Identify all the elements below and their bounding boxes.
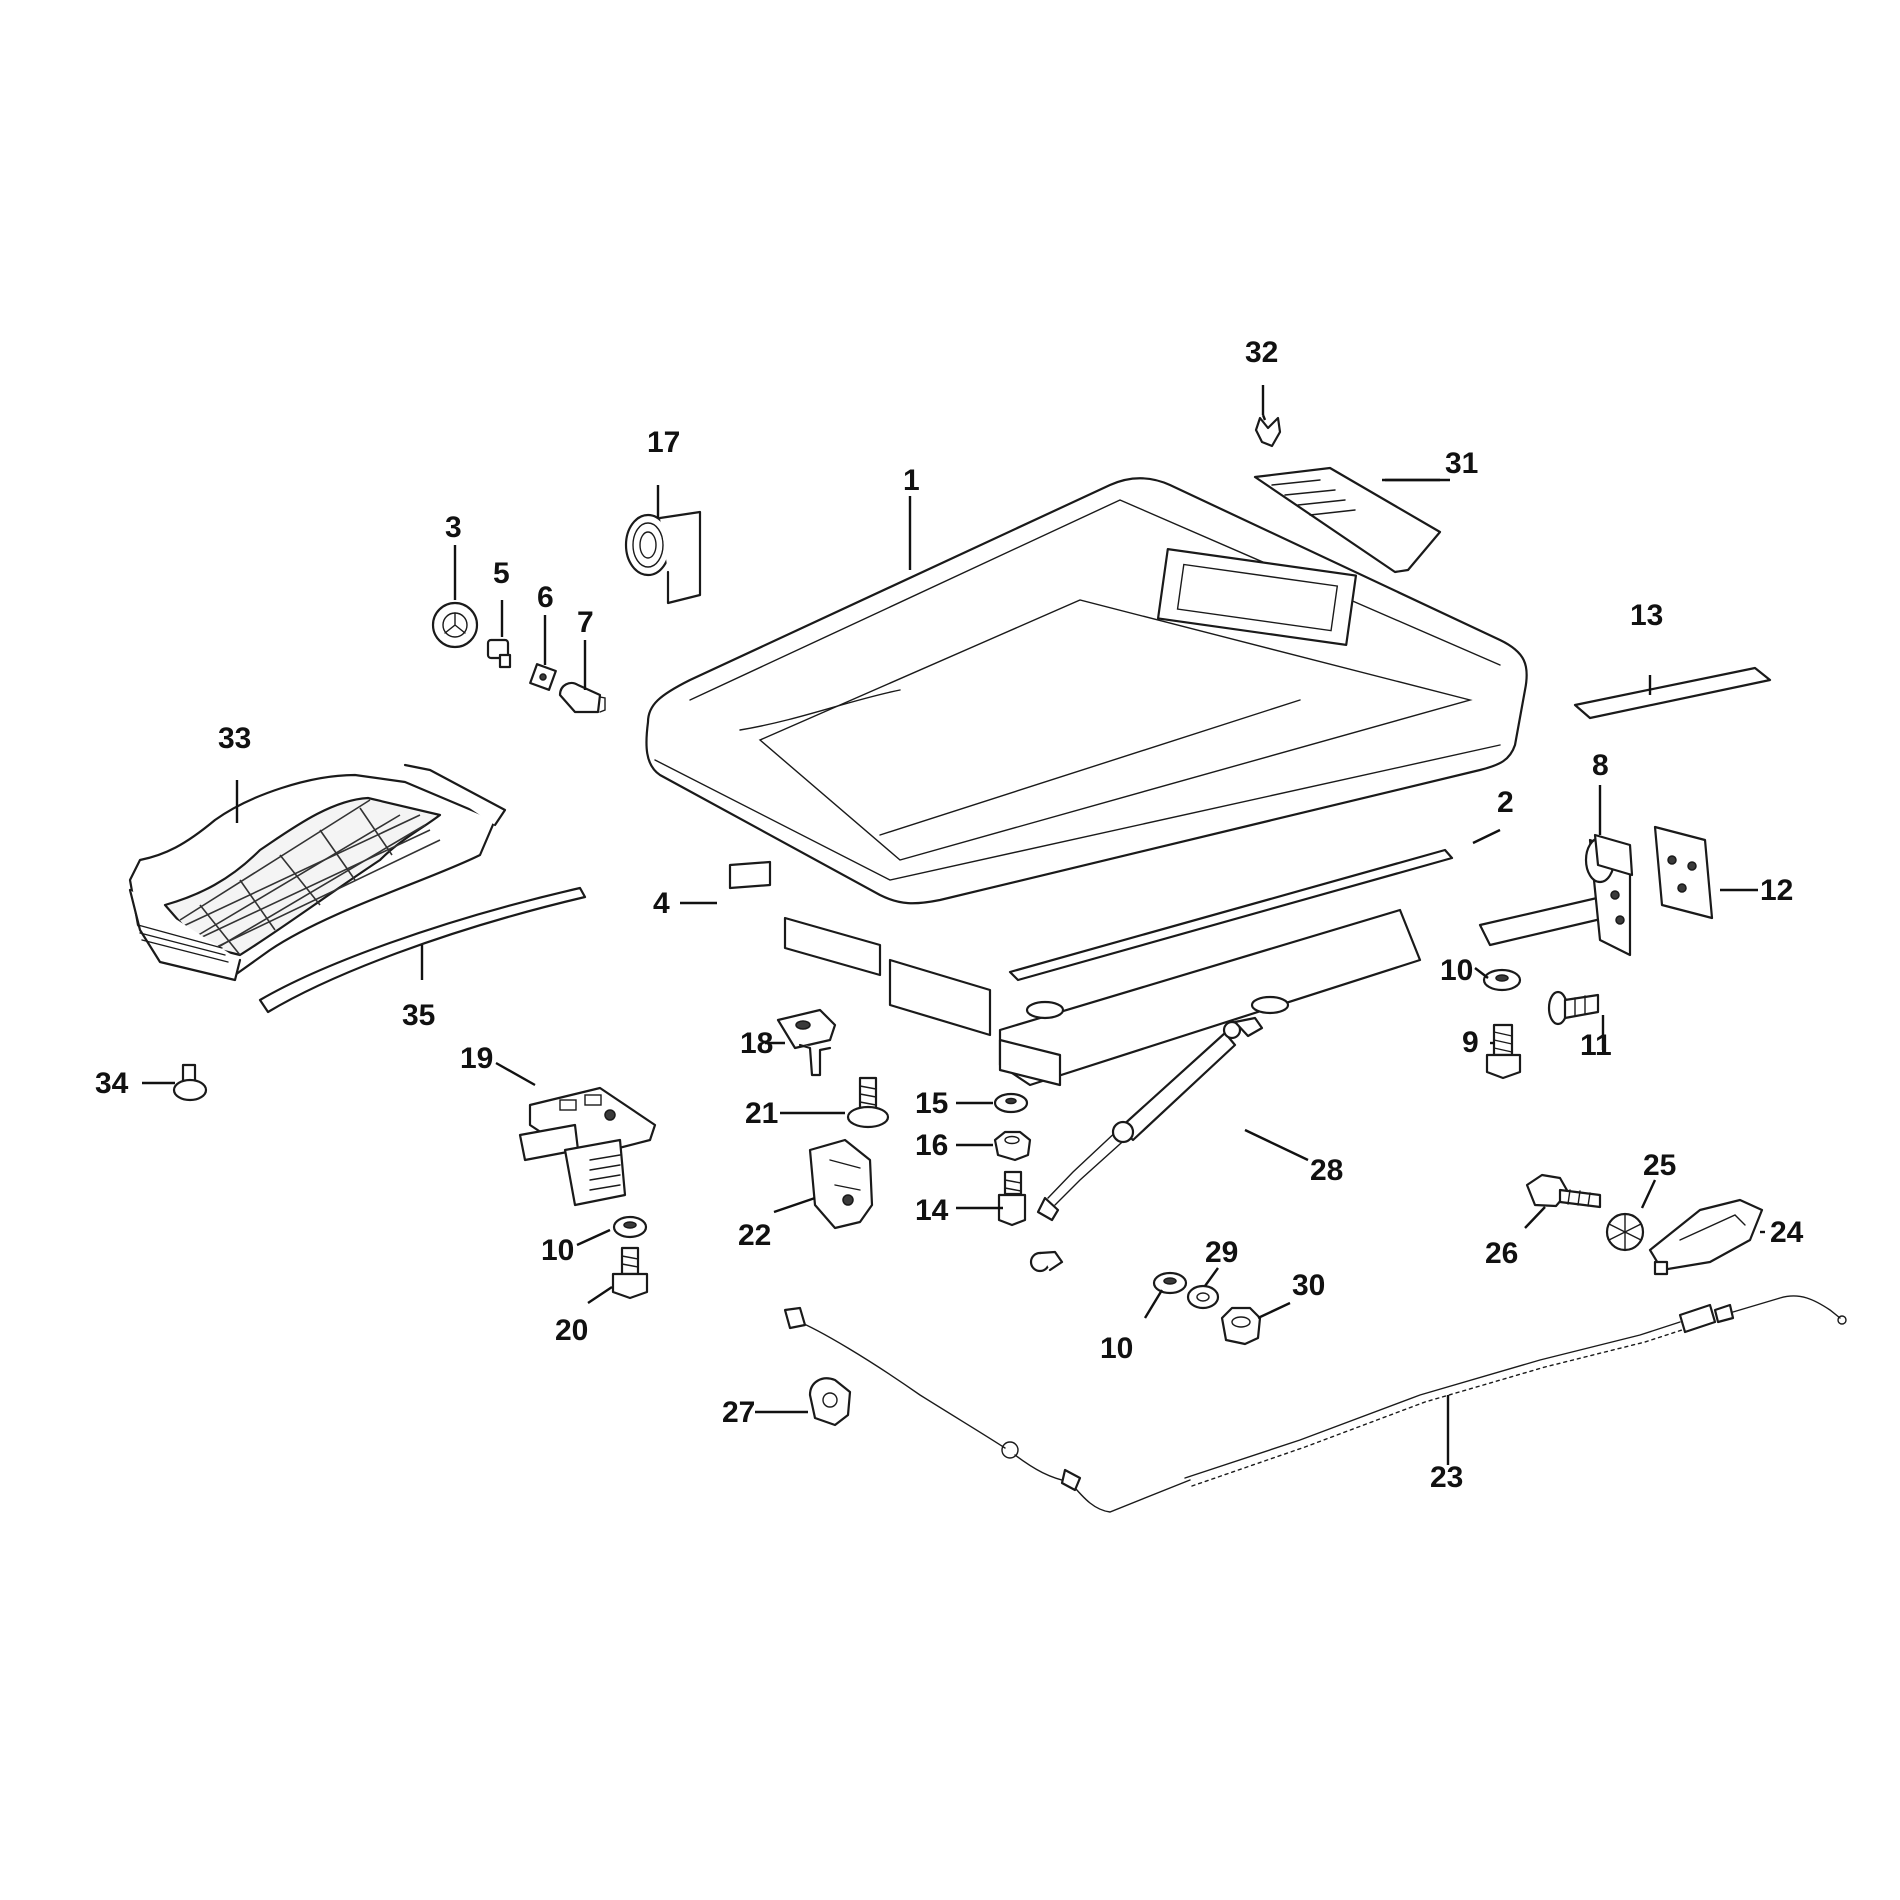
gas-strut — [1029, 1016, 1264, 1273]
release-handle-bolt — [1525, 1173, 1602, 1209]
callout-19: 19 — [460, 1042, 493, 1075]
callout-13: 13 — [1630, 599, 1663, 632]
callout-12: 12 — [1760, 874, 1793, 907]
callout-11: 11 — [1580, 1029, 1612, 1062]
callout-9: 9 — [1462, 1026, 1479, 1059]
striker-bolt — [846, 1076, 890, 1129]
callout-24: 24 — [1770, 1216, 1804, 1249]
callout-22: 22 — [738, 1219, 771, 1252]
callout-25: 25 — [1643, 1149, 1676, 1182]
strut-nut — [1220, 1306, 1262, 1346]
callout-35: 35 — [402, 999, 435, 1032]
hood-label — [1573, 666, 1772, 720]
hood-panel — [645, 477, 1528, 905]
leader-lines — [142, 385, 1765, 1465]
callout-26: 26 — [1485, 1237, 1518, 1270]
callout-34: 34 — [95, 1067, 129, 1100]
emblem-washer — [529, 663, 557, 691]
air-intake-grille — [128, 763, 507, 982]
strut-washer-2 — [1186, 1284, 1220, 1310]
callout-30: 30 — [1292, 1269, 1325, 1302]
washer-hinge — [1482, 968, 1522, 992]
washer-latch — [612, 1215, 648, 1239]
emblem-clip — [558, 681, 606, 714]
cable-clip — [808, 1377, 852, 1427]
callout-20: 20 — [555, 1314, 588, 1347]
callout-33: 33 — [218, 722, 251, 755]
callout-32: 32 — [1245, 336, 1278, 369]
callout-27: 27 — [722, 1396, 755, 1429]
callout-18: 18 — [740, 1027, 773, 1060]
hinge-bolt — [1485, 1023, 1522, 1080]
hinge-screw — [1547, 990, 1600, 1026]
callout-17: 17 — [647, 426, 680, 459]
release-cable — [783, 1295, 1847, 1513]
callout-7: 7 — [577, 606, 594, 639]
callout-15: 15 — [915, 1087, 948, 1120]
hood-striker — [776, 1008, 837, 1077]
callout-10-latch: 10 — [541, 1234, 574, 1267]
callout-21: 21 — [745, 1097, 778, 1130]
star-washer — [1605, 1212, 1645, 1252]
callout-29: 29 — [1205, 1236, 1238, 1269]
callouts: 1 2 3 4 5 6 7 8 9 10 10 10 11 12 13 14 1… — [95, 336, 1804, 1494]
callout-6: 6 — [537, 581, 554, 614]
callout-3: 3 — [445, 511, 462, 544]
callout-31: 31 — [1445, 447, 1478, 480]
emblem — [431, 601, 479, 649]
callout-2: 2 — [1497, 786, 1514, 819]
callout-28: 28 — [1310, 1154, 1343, 1187]
insulation-pads — [728, 860, 1062, 1087]
grille-screw — [172, 1063, 208, 1102]
callout-10-strut: 10 — [1100, 1332, 1133, 1365]
callout-10-hinge: 10 — [1440, 954, 1473, 987]
reinforcement-strip — [1008, 848, 1454, 982]
hood-latch — [518, 1086, 657, 1207]
callout-5: 5 — [493, 557, 510, 590]
hinge-plate — [1653, 825, 1714, 920]
bumper-washer — [993, 1092, 1029, 1114]
washer-strut — [1152, 1271, 1188, 1295]
grille-clip — [1254, 416, 1282, 448]
callout-23: 23 — [1430, 1461, 1463, 1494]
callout-16: 16 — [915, 1129, 948, 1162]
callout-1: 1 — [903, 464, 920, 497]
rubber-bumper — [997, 1170, 1027, 1227]
vent-grille — [1253, 466, 1442, 574]
safety-catch — [808, 1138, 874, 1230]
callout-4: 4 — [653, 887, 670, 920]
callout-8: 8 — [1592, 749, 1609, 782]
hood-hinge — [1478, 833, 1634, 957]
torsion-spring — [624, 510, 702, 605]
emblem-nut — [486, 638, 512, 669]
release-handle — [1648, 1198, 1764, 1276]
callout-14: 14 — [915, 1194, 949, 1227]
seal-strip — [258, 886, 587, 1014]
latch-bolt — [611, 1246, 649, 1300]
bumper-nut — [993, 1130, 1032, 1162]
